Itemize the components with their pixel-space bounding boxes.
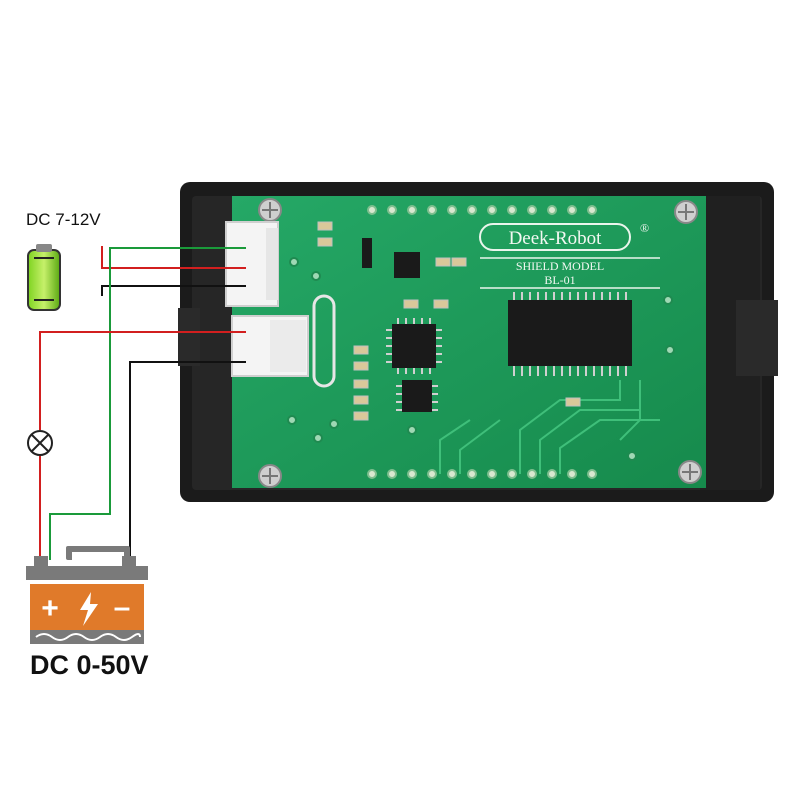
voltage-input-connector xyxy=(231,315,309,377)
brand-text: Deek-Robot xyxy=(509,228,603,249)
lightning-icon xyxy=(80,592,98,626)
lamp-icon xyxy=(27,430,53,456)
microcontroller-ic xyxy=(386,318,442,374)
screw-icon xyxy=(678,460,702,484)
vias xyxy=(287,257,675,461)
driver-ic xyxy=(508,292,632,376)
model-line: SHIELD MODEL xyxy=(516,259,604,273)
crystal-oscillator xyxy=(312,294,336,388)
screw-icon xyxy=(258,464,282,488)
supply-positive-wire xyxy=(101,246,246,269)
voltage-regulator xyxy=(394,252,420,278)
power-connector xyxy=(225,221,279,307)
screw-icon xyxy=(674,200,698,224)
battery-cell-icon xyxy=(27,244,61,311)
brand-badge xyxy=(479,223,631,251)
plus-sign: + xyxy=(41,592,59,625)
bottom-pin-header xyxy=(367,469,597,479)
top-pin-header xyxy=(367,205,597,215)
registered-mark: ® xyxy=(640,221,649,235)
smd-components xyxy=(317,221,581,421)
screw-icon xyxy=(258,198,282,222)
wires xyxy=(39,246,246,560)
diode xyxy=(362,238,372,268)
measure-positive-wire-top xyxy=(39,331,246,430)
supply-voltage-label: DC 7-12V xyxy=(26,210,101,229)
signal-wire xyxy=(49,247,246,560)
model-number: BL-01 xyxy=(544,273,575,287)
measure-negative-wire xyxy=(129,361,246,560)
pcb-traces xyxy=(439,380,660,474)
car-battery-icon: + – xyxy=(26,546,148,644)
small-ic xyxy=(396,380,438,412)
supply-negative-wire xyxy=(101,285,246,296)
pcb-board: Deek-Robot ® SHIELD MODEL BL-01 xyxy=(225,196,706,488)
minus-sign: – xyxy=(114,591,131,624)
battery-voltage-label: DC 0-50V xyxy=(30,650,149,680)
